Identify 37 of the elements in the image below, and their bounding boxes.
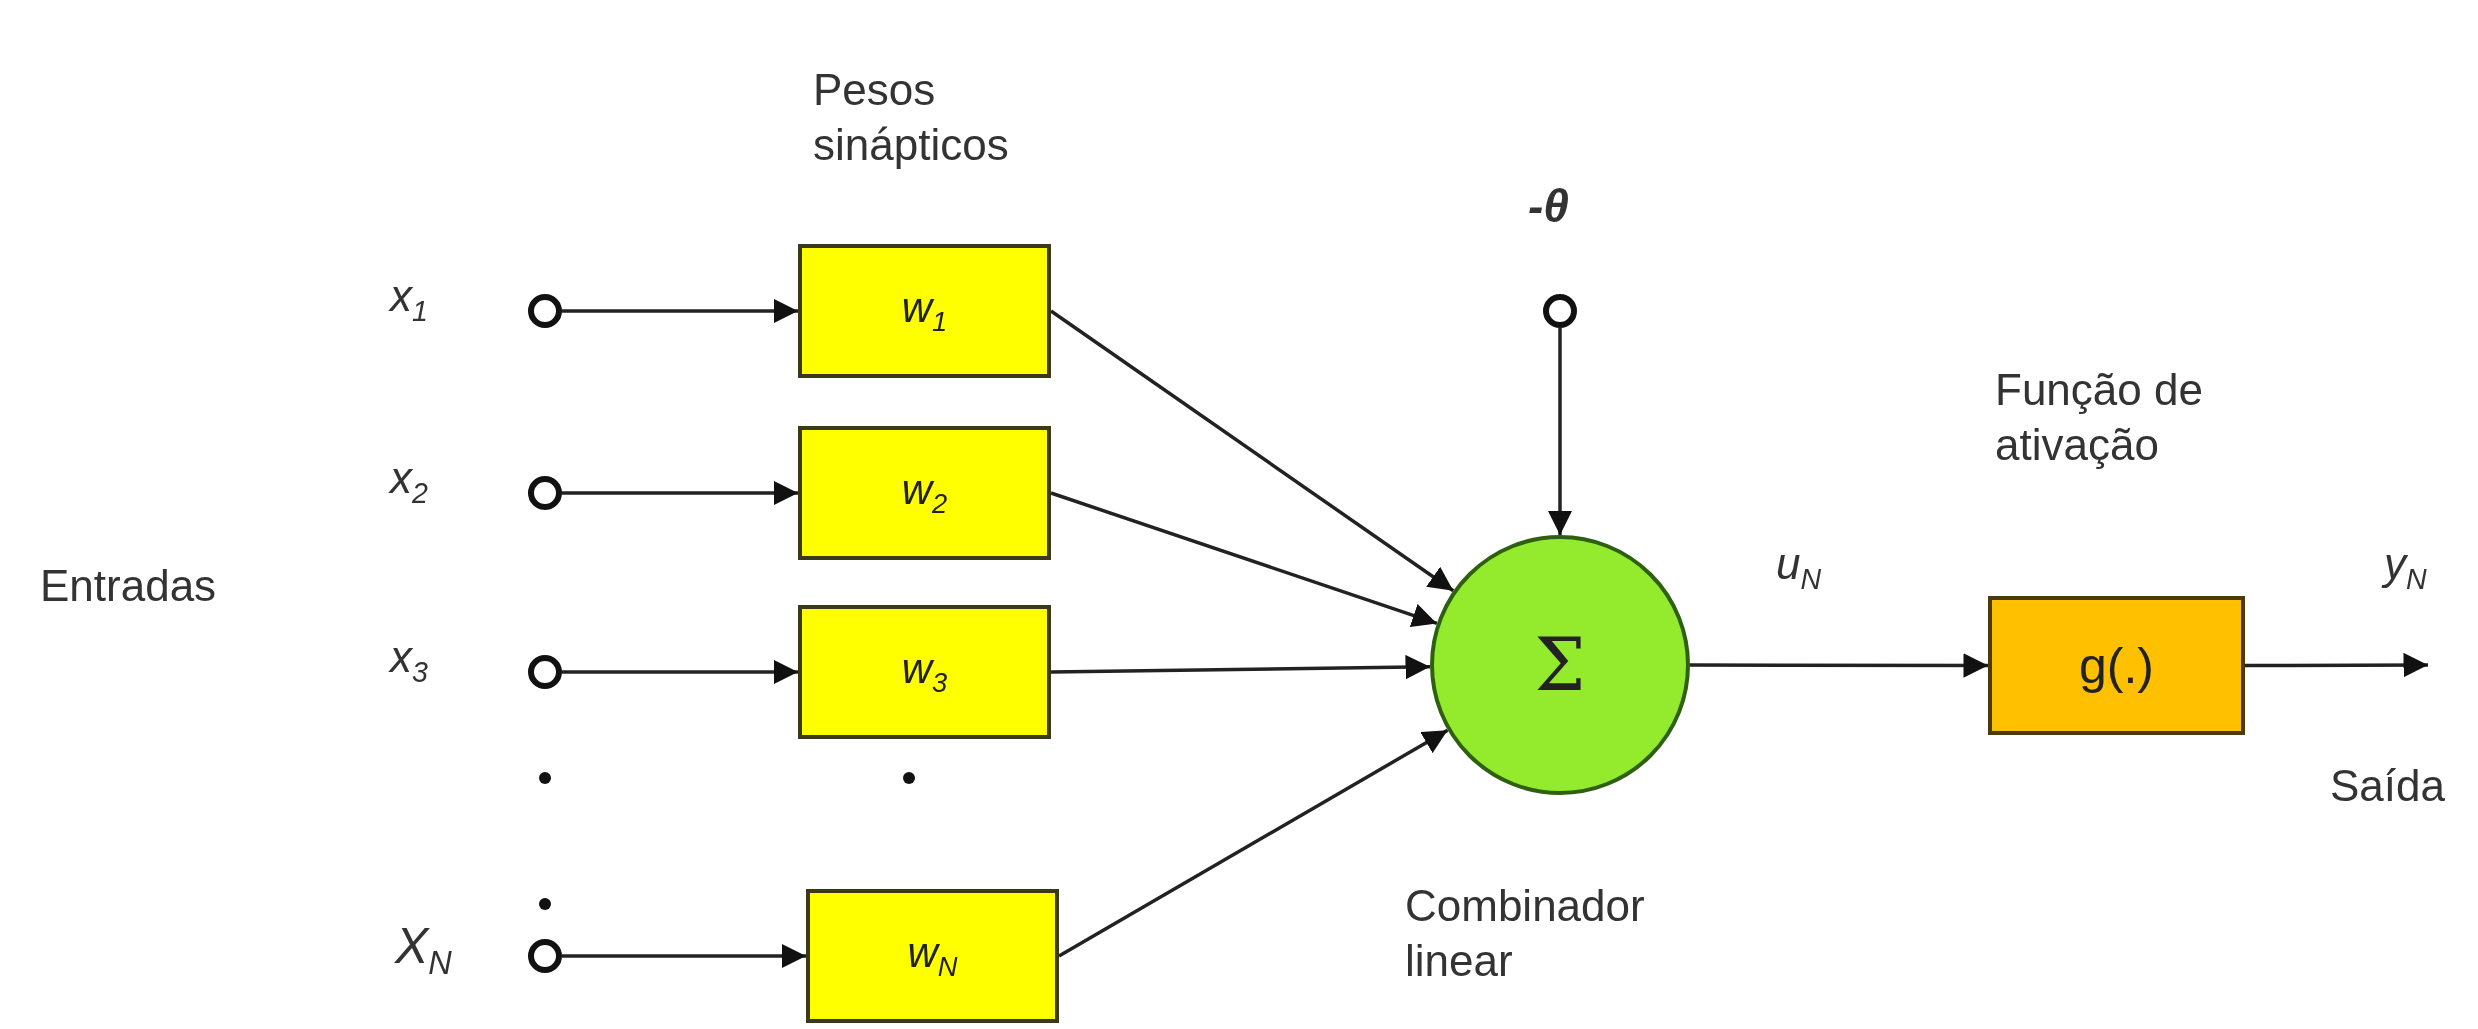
sigma-symbol: Σ xyxy=(1534,629,1586,701)
node-label: w$_{3}$ xyxy=(901,647,948,697)
input-terminal xyxy=(528,655,562,689)
node-caption: -θ xyxy=(1528,179,1569,234)
arrow xyxy=(562,480,798,506)
text-label: Saída xyxy=(2330,760,2445,812)
node-label: w$_{2}$ xyxy=(901,468,948,518)
arrow xyxy=(1690,653,1988,678)
text-label: Entradas xyxy=(40,560,217,612)
input-terminal xyxy=(528,939,562,973)
arrow xyxy=(1050,654,1431,680)
weight-box xyxy=(798,244,1051,378)
arrow xyxy=(562,298,798,324)
arrow xyxy=(1547,328,1573,535)
weight-box xyxy=(798,605,1051,739)
arrow xyxy=(562,943,806,969)
node-caption: x$_{2}$ xyxy=(390,452,428,511)
node-label: w$_{1}$ xyxy=(901,286,948,336)
text-label: Pesos sinápticos xyxy=(813,64,1010,171)
node-label: w$_{N}$ xyxy=(907,931,958,981)
node-caption: X$_{N}$ xyxy=(395,917,452,983)
weight-box xyxy=(798,426,1051,560)
node-caption: Função de ativação xyxy=(1995,364,2204,471)
node-label: g(.) xyxy=(2079,640,2154,691)
activation-box xyxy=(1988,596,2245,735)
input-terminal xyxy=(528,294,562,328)
arrow xyxy=(1050,491,1438,628)
node-caption: Combinador linear xyxy=(1405,880,1646,987)
node-caption: x$_{3}$ xyxy=(390,631,428,690)
arrow xyxy=(562,659,798,685)
arrow xyxy=(1058,728,1449,958)
input-terminal xyxy=(528,476,562,510)
node-caption: x$_{1}$ xyxy=(390,270,428,329)
input-terminal xyxy=(1543,294,1577,328)
arrow xyxy=(2245,652,2428,678)
weight-box xyxy=(806,889,1059,1023)
arrow xyxy=(1050,309,1455,593)
